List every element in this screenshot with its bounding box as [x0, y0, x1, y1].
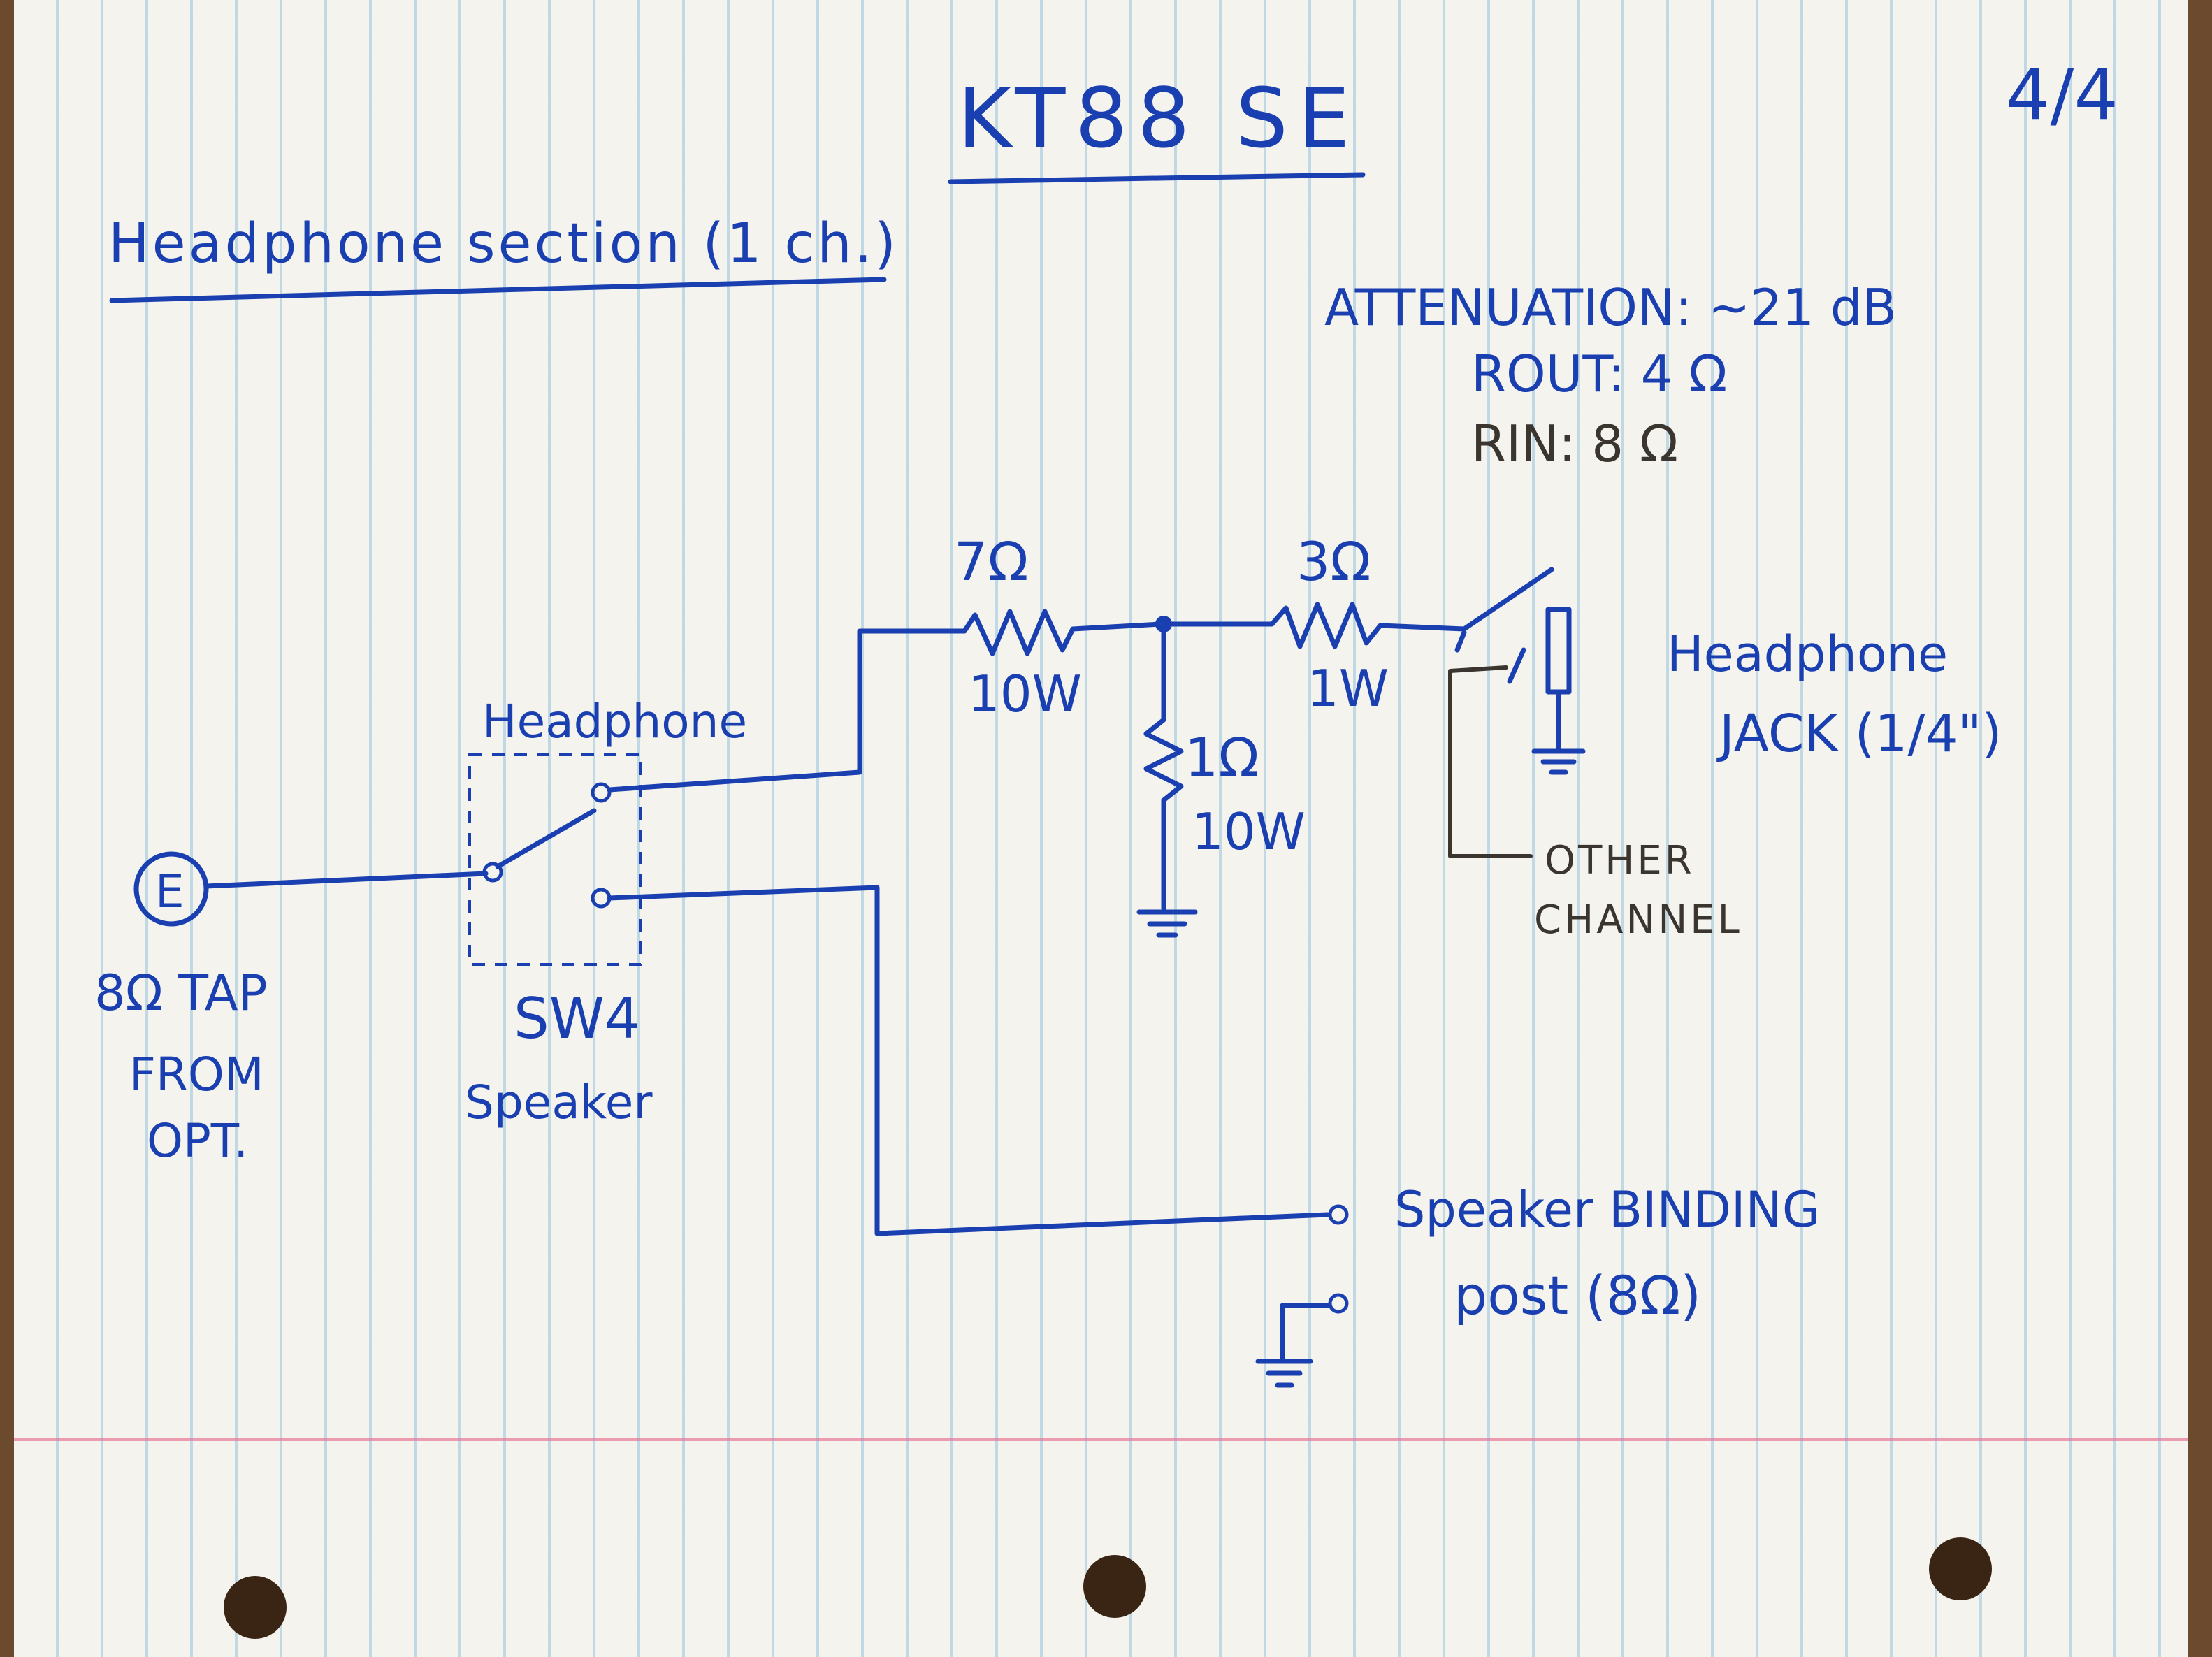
spec-rout: ROUT: 4 Ω	[1471, 345, 1727, 403]
jack-label-line2: JACK (1/4")	[1716, 704, 2002, 764]
resistor-1ohm	[1143, 621, 1184, 911]
other-channel-line1: OTHER	[1545, 838, 1695, 883]
resistor-3ohm-power: 1W	[1307, 659, 1389, 718]
resistor-7ohm	[948, 609, 1163, 656]
resistor-1ohm-power: 10W	[1192, 802, 1306, 861]
other-channel-wire	[1448, 665, 1533, 858]
speaker-post-line1: Speaker BINDING	[1394, 1181, 1820, 1238]
speaker-post-terminal	[1328, 1204, 1349, 1225]
input-wire	[203, 871, 489, 889]
switch-blade	[495, 808, 597, 869]
input-label-line1: 8Ω TAP	[94, 964, 268, 1022]
speaker-path-wire	[607, 885, 1331, 1236]
switch-speaker-terminal	[591, 888, 612, 909]
ground-post-symbol	[1255, 1293, 1349, 1388]
ground-symbol-shunt	[1136, 909, 1198, 938]
input-terminal-symbol: E	[155, 864, 185, 918]
input-label-line3: OPT.	[147, 1114, 248, 1168]
switch-box	[468, 753, 642, 966]
switch-headphone-terminal	[591, 782, 612, 803]
headphone-jack-symbol	[1454, 567, 1586, 775]
notebook-paper	[14, 0, 2188, 1657]
switch-top-label: Headphone	[482, 695, 747, 748]
paper-margin-line	[14, 1438, 2188, 1441]
switch-common-terminal	[482, 862, 503, 883]
punch-hole-left	[224, 1576, 287, 1639]
speaker-post-line2: post (8Ω)	[1454, 1264, 1701, 1326]
resistor-1ohm-value: 1Ω	[1185, 726, 1259, 788]
headphone-path-wire	[607, 628, 953, 793]
punch-hole-center	[1083, 1555, 1146, 1618]
spec-attenuation: ATTENUATION: ~21 dB	[1324, 278, 1897, 337]
input-terminal-circle	[133, 851, 209, 927]
page-title: KT88 SE	[957, 70, 1359, 166]
section-heading: Headphone section (1 ch.)	[108, 212, 899, 275]
resistor-7ohm-power: 10W	[968, 665, 1082, 723]
jack-label-line1: Headphone	[1667, 625, 1948, 683]
input-label-line2: FROM	[129, 1048, 264, 1101]
other-channel-line2: CHANNEL	[1534, 897, 1742, 943]
resistor-3ohm	[1161, 602, 1467, 649]
section-heading-underline	[109, 277, 887, 303]
resistor-7ohm-value: 7Ω	[954, 530, 1028, 593]
page-number: 4/4	[2006, 54, 2118, 136]
punch-hole-right	[1929, 1537, 1992, 1600]
switch-name: SW4	[514, 986, 640, 1051]
title-underline	[948, 172, 1366, 184]
switch-bottom-label: Speaker	[465, 1076, 653, 1129]
resistor-3ohm-value: 3Ω	[1296, 530, 1371, 593]
spec-rin: RIN: 8 Ω	[1471, 414, 1678, 473]
